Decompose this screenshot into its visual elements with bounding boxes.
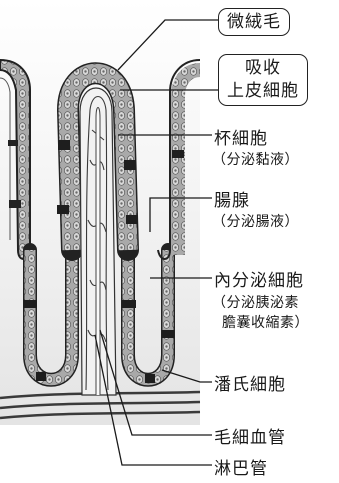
label-absorptive-epithelial-cell: 吸收 上皮細胞 [218,54,308,106]
label-microvilli: 微絨毛 [218,8,290,36]
label-endocrine-note-2: 膽囊收縮素） [222,314,309,333]
label-lymphatic-vessel: 淋巴管 [214,454,268,479]
label-endocrine-note-1: （分泌胰泌素 [212,294,299,313]
label-absorptive-line1: 吸收 [227,57,299,80]
label-intestinal-gland-note: （分泌腸液） [212,213,299,232]
label-absorptive-line2: 上皮細胞 [227,80,299,103]
label-goblet-cell: 杯細胞 [214,124,268,149]
label-goblet-note: （分泌黏液） [212,151,299,170]
label-intestinal-gland: 腸腺 [214,186,250,211]
label-endocrine-cell: 內分泌細胞 [214,266,304,291]
label-paneth-cell: 潘氏細胞 [214,370,286,395]
label-capillary: 毛細血管 [214,423,286,448]
